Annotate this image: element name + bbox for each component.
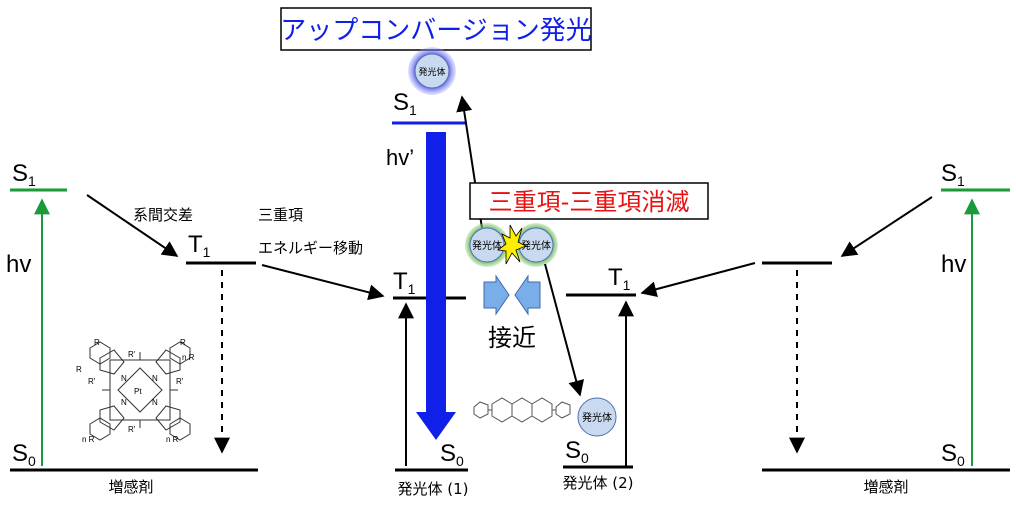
em2-t1-label: T1 <box>608 264 631 293</box>
emitter-s0-text: 発光体 <box>582 411 612 424</box>
approach-arrow-right-icon <box>483 274 510 316</box>
left-sensitizer-label: 増感剤 <box>108 478 153 496</box>
n-atom-label-3: N <box>121 398 127 407</box>
dpa-structure <box>473 397 571 423</box>
n-atom-label-1: N <box>121 374 127 383</box>
left-t1-label: T1 <box>188 231 211 260</box>
emitter-s1-circle: 発光体 <box>408 47 456 95</box>
r-label-1: R <box>94 338 100 347</box>
tet-label-line2: エネルギー移動 <box>258 239 363 257</box>
emitter-2: T1 S0 発光体 (2) <box>562 264 636 492</box>
left-s0-label: S0 <box>12 440 36 469</box>
em1-hv: hv’ <box>386 145 414 170</box>
pt-porphyrin-structure <box>89 341 191 441</box>
tta-emitter-left-text: 発光体 <box>472 239 502 252</box>
right-s1-label: S1 <box>941 160 965 189</box>
title-text: アップコンバージョン発光 <box>280 16 591 46</box>
upconversion-title: アップコンバージョン発光 <box>280 7 592 51</box>
tta-label-box: 三重項-三重項消滅 <box>469 182 709 220</box>
emitter-s0-circle: 発光体 <box>577 397 617 437</box>
r-label-3: R <box>76 365 82 374</box>
em1-s1-label: S1 <box>393 89 417 118</box>
approach-arrows: 接近 <box>483 274 541 352</box>
right-s0-label: S0 <box>941 440 965 469</box>
emitter-s1-text: 発光体 <box>418 66 445 78</box>
em1-t1-label: T1 <box>393 268 416 297</box>
rp-label-2: R' <box>128 425 136 434</box>
collision-spark-icon <box>496 224 527 265</box>
left-s1-label: S1 <box>12 160 36 189</box>
right-sensitizer-label: 増感剤 <box>863 478 908 496</box>
isc-arrow <box>86 194 179 257</box>
tet-label-line1: 三重項 <box>258 206 303 224</box>
em2-s0-label: S0 <box>565 437 589 466</box>
approach-arrow-left-icon <box>514 274 541 316</box>
tet-arrow-left <box>261 264 385 301</box>
n-atom-label-2: N <box>152 374 158 383</box>
em2-label: 発光体 (2) <box>562 474 633 492</box>
nr-label-2: n R <box>166 435 179 444</box>
r-label-2: R <box>180 338 186 347</box>
tta-to-s0-arrow <box>544 263 585 397</box>
tta-emitter-right-text: 発光体 <box>521 239 551 252</box>
em1-s0-label: S0 <box>440 440 464 469</box>
pt-porphyrin-atom-labels: Pt N N N N R R R R' R' R' R' n R n R n R <box>76 338 195 444</box>
right-sensitizer: S1 hv S0 増感剤 <box>762 160 1010 496</box>
n-atom-label-4: N <box>152 398 158 407</box>
left-sensitizer: S1 hv 系間交差 T1 S0 増感剤 Pt <box>6 160 258 496</box>
isc-label: 系間交差 <box>133 206 193 224</box>
rp-label-4: R' <box>176 377 184 386</box>
emitter-1: S1 T1 S0 発光体 (1) hv’ <box>386 89 469 498</box>
approach-label: 接近 <box>488 324 536 352</box>
nr-label-1: n R <box>82 435 95 444</box>
tta-emitter-pair: 発光体 発光体 <box>465 223 558 267</box>
right-isc-arrow <box>840 196 933 257</box>
right-hv: hv <box>941 251 966 278</box>
upconverted-emission-arrow <box>416 132 456 440</box>
rp-label-3: R' <box>88 377 96 386</box>
tta-label: 三重項-三重項消滅 <box>489 188 690 216</box>
left-hv: hv <box>6 251 31 278</box>
rp-label-1: R' <box>128 350 136 359</box>
nr-label-3: n R <box>182 353 195 362</box>
tet-arrow-right <box>640 262 756 298</box>
em1-label: 発光体 (1) <box>397 480 468 498</box>
pt-atom-label: Pt <box>134 387 142 396</box>
